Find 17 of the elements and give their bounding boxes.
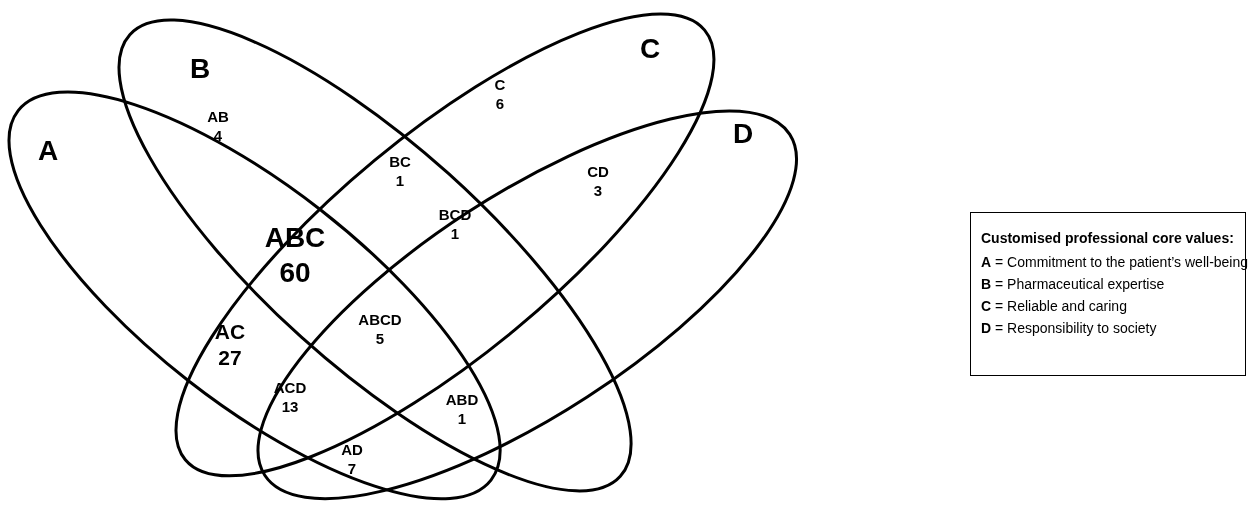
region-count: AC 27 bbox=[214, 318, 246, 371]
region-count: ABCD 5 bbox=[358, 311, 402, 349]
region-count: C 6 bbox=[494, 76, 506, 114]
region-count: BC 1 bbox=[389, 153, 411, 191]
region-count: CD 3 bbox=[587, 163, 609, 201]
legend-box bbox=[970, 212, 1246, 376]
legend-title: Customised professional core values: bbox=[981, 229, 1235, 248]
set-label: D bbox=[733, 120, 754, 148]
set-label: A bbox=[38, 137, 59, 165]
set-label: B bbox=[190, 55, 211, 83]
set-label: C bbox=[640, 35, 661, 63]
region-count: AB 4 bbox=[207, 108, 229, 146]
legend-entry: C = Reliable and caring bbox=[981, 297, 1128, 316]
region-count: ABD 1 bbox=[445, 391, 479, 429]
legend-entry: D = Responsibility to society bbox=[981, 319, 1158, 338]
legend-entry: B = Pharmaceutical expertise bbox=[981, 275, 1166, 294]
region-count: AD 7 bbox=[341, 441, 363, 479]
